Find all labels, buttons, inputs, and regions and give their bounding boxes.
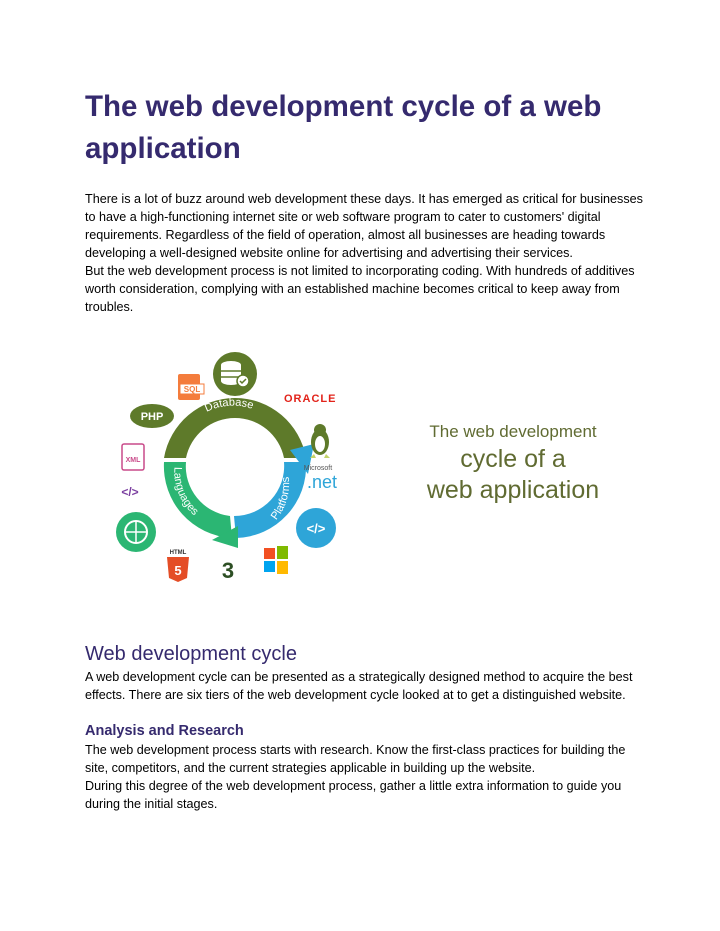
languages-arrow — [212, 526, 238, 548]
svg-text:XML: XML — [126, 457, 142, 464]
figure-title-line: web application — [426, 476, 600, 504]
svg-text:PHP: PHP — [141, 411, 164, 423]
svg-text:Microsoft: Microsoft — [304, 465, 332, 472]
cycle-diagram: Database Platforms Languages — [116, 352, 337, 583]
database-segment — [164, 397, 306, 458]
sql-file-icon: SQL — [178, 374, 205, 400]
svg-text:HTML: HTML — [170, 550, 187, 556]
languages-segment — [163, 462, 232, 538]
svg-text:3: 3 — [222, 558, 234, 583]
subsection-heading: Analysis and Research — [85, 723, 244, 739]
svg-text:</>: </> — [307, 521, 326, 536]
svg-text:SQL: SQL — [184, 385, 201, 394]
figure-title: The web development cycle of a web appli… — [398, 420, 628, 506]
intro-paragraph: But the web development process is not l… — [85, 264, 635, 314]
html5-icon: HTML 5 — [167, 550, 189, 582]
web-dev-cycle-figure: Database Platforms Languages — [108, 350, 628, 590]
subsection-paragraph: The web development process starts with … — [85, 743, 626, 775]
figure-title-line: cycle of a — [460, 445, 566, 473]
section-heading: Web development cycle — [85, 643, 297, 665]
linux-penguin-icon — [310, 424, 330, 458]
oracle-logo: ORACLE — [284, 393, 336, 405]
subsection-paragraph: During this degree of the web developmen… — [85, 779, 622, 811]
platforms-arrow — [290, 444, 314, 474]
intro-text: There is a lot of buzz around web develo… — [85, 190, 645, 316]
code-circle-icon: </> — [296, 508, 336, 548]
subsection-body: The web development process starts with … — [85, 741, 645, 813]
globe-icon — [116, 512, 156, 552]
figure-title-line: The web development — [429, 422, 597, 441]
section-body: A web development cycle can be presented… — [85, 670, 633, 702]
platforms-segment — [234, 462, 307, 538]
dotnet-icon: Microsoft .net — [304, 465, 337, 492]
windows-icon — [264, 546, 288, 574]
css3-icon: 3 — [222, 558, 234, 583]
svg-text:5: 5 — [174, 563, 181, 578]
xml-file-icon: XML — [121, 443, 145, 471]
database-icon — [213, 352, 257, 396]
php-icon: PHP — [130, 404, 174, 428]
code-icon: </> — [121, 485, 138, 499]
page-title: The web development cycle of a web appli… — [85, 90, 602, 165]
intro-paragraph: There is a lot of buzz around web develo… — [85, 192, 643, 260]
svg-text:.net: .net — [307, 472, 337, 492]
